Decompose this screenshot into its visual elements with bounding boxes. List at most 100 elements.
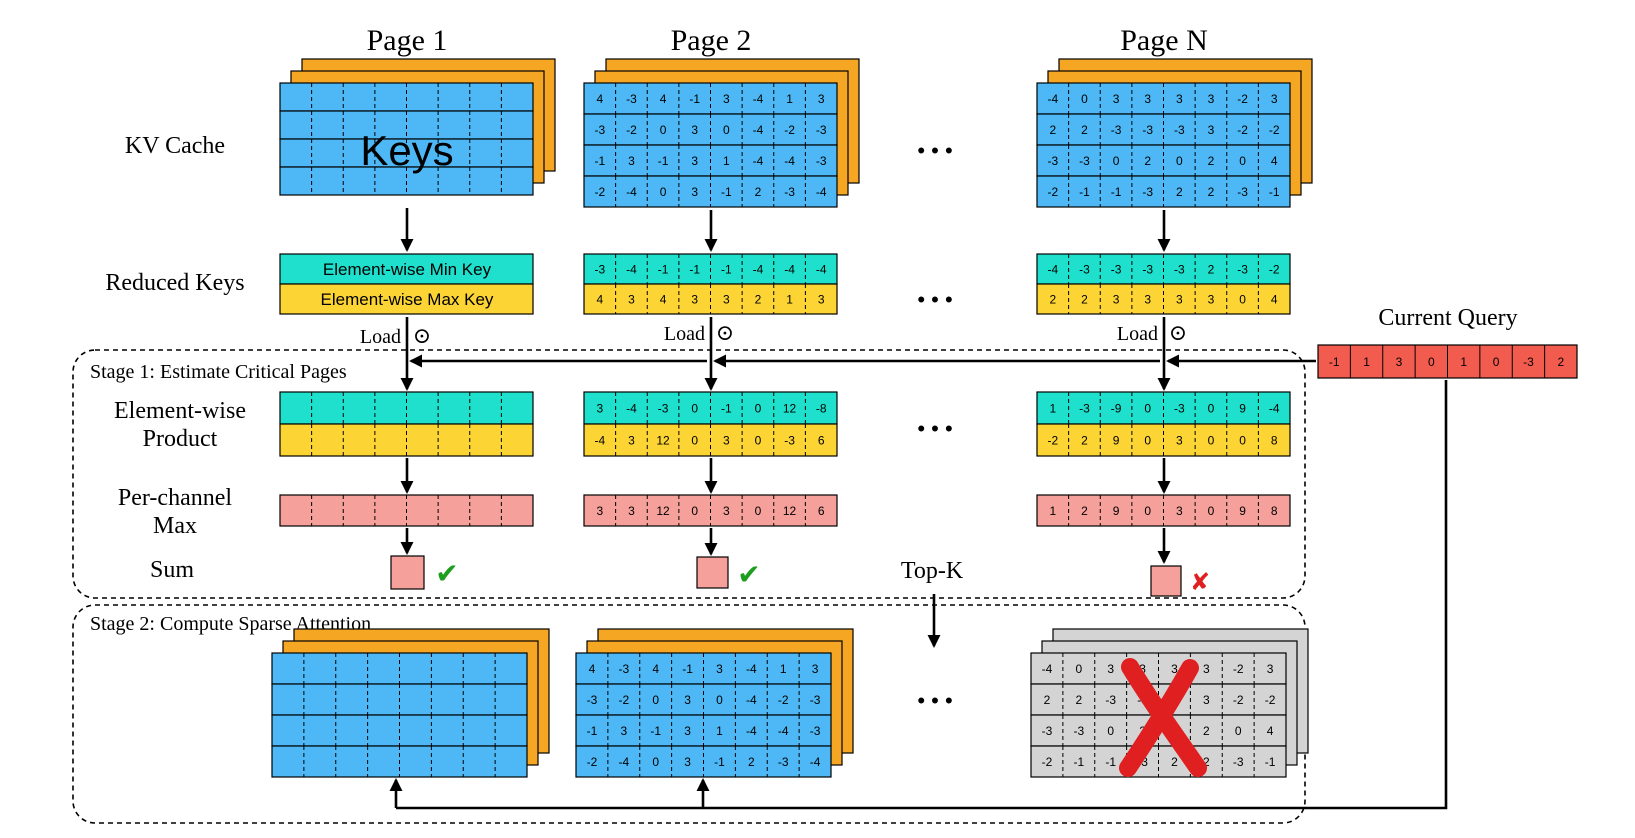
pruned-page-n-row-cell: 2	[1203, 724, 1210, 738]
product-min-page-2-cell: 0	[691, 402, 698, 416]
product-max-page-n-cell: 8	[1271, 434, 1278, 448]
kv-cache-page-n-row-cell: 2	[1208, 185, 1215, 199]
channel-max-page-2-cell: 6	[818, 504, 825, 518]
min-key-page-n-cell: -2	[1269, 263, 1280, 277]
kv-cache-page-2-row-cell: -1	[689, 92, 700, 106]
kv-cache-page-n-row-cell: 4	[1271, 154, 1278, 168]
product-min-page-2-cell: -3	[658, 402, 669, 416]
kv-cache-page-2-row-cell: -3	[816, 154, 827, 168]
product-label-line1: Element-wise	[114, 398, 246, 424]
attention-page-2-row-cell: -1	[650, 724, 661, 738]
max-key-page-2-cell: 3	[723, 293, 730, 307]
max-key-bar-page-1	[279, 283, 534, 315]
query-vector-cell: 3	[1396, 355, 1403, 369]
odot-page1: ⊙	[413, 323, 431, 348]
kv-cache-page-n-row-cell: 2	[1081, 123, 1088, 137]
query-vector-cell: 2	[1557, 355, 1564, 369]
keys-text: Keys	[360, 127, 453, 174]
pruned-page-n-row-cell: 0	[1075, 662, 1082, 676]
kv-cache-page-2-row-cell: -4	[784, 154, 795, 168]
pruned-page-n-row-cell: 2	[1171, 755, 1178, 769]
kv-cache-page-n-row-cell: 0	[1113, 154, 1120, 168]
product-min-page-n-cell: -3	[1174, 402, 1185, 416]
attention-page-2-row-cell: 3	[620, 724, 627, 738]
kv-cache-page-n-row-cell: -1	[1269, 185, 1280, 199]
channel-max-page-2-cell: 3	[628, 504, 635, 518]
attention-page-2-row-cell: 3	[812, 662, 819, 676]
attention-page-2-row-cell: 4	[589, 662, 596, 676]
product-max-page-n-cell: 0	[1144, 434, 1151, 448]
kv-cache-page-2-row-cell: -4	[626, 185, 637, 199]
query-vector-cell: 0	[1428, 355, 1435, 369]
kv-cache-page-2-row-cell: 3	[818, 92, 825, 106]
min-key-page-n-cell: -3	[1237, 263, 1248, 277]
channel-max-page-n-cell: 0	[1208, 504, 1215, 518]
kv-cache-page-2-row-cell: 2	[755, 185, 762, 199]
kv-cache-page-2-row-cell: -4	[753, 154, 764, 168]
kv-cache-label: KV Cache	[125, 133, 225, 159]
product-min-page-2-cell: 12	[783, 402, 797, 416]
kv-cache-page-n-row-cell: -3	[1111, 123, 1122, 137]
kv-cache-page-n-row-cell: 3	[1271, 92, 1278, 106]
kv-cache-page-n-row-cell: 2	[1176, 185, 1183, 199]
load-label-page2: Load	[664, 323, 705, 345]
pruned-page-n-row-cell: -2	[1042, 755, 1053, 769]
attention-page-2-row-cell: -2	[618, 693, 629, 707]
channel-max-page-n-cell: 9	[1113, 504, 1120, 518]
attention-page-2-row-cell: -3	[810, 724, 821, 738]
kv-cache-page-2-row-cell: 0	[660, 123, 667, 137]
kv-cache-page-2-row-cell: 0	[723, 123, 730, 137]
min-key-page-n-cell: 2	[1208, 263, 1215, 277]
product-min-page-n-cell: 0	[1208, 402, 1215, 416]
product-max-page-2-cell: 6	[818, 434, 825, 448]
kv-cache-page-n-row-cell: 2	[1049, 123, 1056, 137]
kv-cache-page-n-row-cell: 3	[1144, 92, 1151, 106]
min-key-page-n-cell: -3	[1174, 263, 1185, 277]
kv-cache-page-2-row-cell: 4	[660, 92, 667, 106]
pruned-page-n-row-cell: -1	[1073, 755, 1084, 769]
min-key-page-2-cell: -1	[658, 263, 669, 277]
attention-page-2-row-cell: 3	[684, 693, 691, 707]
kv-cache-page-2-row-cell: 1	[786, 92, 793, 106]
pruned-page-n-row-cell: 4	[1267, 724, 1274, 738]
max-key-page-2-cell: 4	[660, 293, 667, 307]
attention-page-2-row-cell: -4	[810, 755, 821, 769]
product-min-page-2-cell: -8	[816, 402, 827, 416]
ellipsis-kv: • • •	[917, 138, 952, 163]
max-label-line1: Per-channel	[118, 485, 232, 511]
pruned-page-n-row-cell: -3	[1105, 693, 1116, 707]
pruned-page-n-row-cell: 3	[1267, 662, 1274, 676]
kv-cache-page-n-row-cell: 0	[1239, 154, 1246, 168]
max-key-page-2-cell: 1	[786, 293, 793, 307]
product-max-page-2-cell: -4	[594, 434, 605, 448]
max-key-page-2-cell: 3	[628, 293, 635, 307]
query-vector-cell: 1	[1460, 355, 1467, 369]
stage1-label: Stage 1: Estimate Critical Pages	[90, 361, 347, 383]
pruned-page-n-row-cell: 2	[1075, 693, 1082, 707]
product-min-page-n-cell: -4	[1269, 402, 1280, 416]
pruned-page-n-row-cell: 3	[1203, 693, 1210, 707]
ellipsis-reduced: • • •	[917, 287, 952, 312]
min-key-text: Element-wise Min Key	[323, 260, 492, 279]
kv-cache-page-n-row-cell: -3	[1142, 123, 1153, 137]
product-min-page-2-cell: -4	[626, 402, 637, 416]
channel-max-page-2-cell: 12	[783, 504, 797, 518]
channel-max-page-n-cell: 2	[1081, 504, 1088, 518]
max-key-page-n-cell: 2	[1049, 293, 1056, 307]
pruned-page-n-row-cell: -3	[1073, 724, 1084, 738]
pruned-cross-pagen: ✘	[1190, 569, 1210, 596]
kv-cache-page-n-row-cell: -3	[1142, 185, 1153, 199]
channel-max-page-n-cell: 0	[1144, 504, 1151, 518]
query-vector-cell: 1	[1363, 355, 1370, 369]
attention-page-2-row-cell: 1	[780, 662, 787, 676]
odot-pagen: ⊙	[1169, 320, 1187, 345]
kv-cache-page-2-row-cell: -4	[753, 123, 764, 137]
kv-cache-page-2-row-cell: -1	[721, 185, 732, 199]
attention-page-2-row-cell: -3	[587, 693, 598, 707]
pruned-cross-mark	[1119, 658, 1207, 777]
pruned-page-n-row-cell: -2	[1233, 693, 1244, 707]
product-label-line2: Product	[143, 426, 218, 452]
topk-label: Top-K	[901, 558, 964, 584]
attention-page-2-row-cell: -1	[682, 662, 693, 676]
product-min-page-2-cell: 3	[596, 402, 603, 416]
